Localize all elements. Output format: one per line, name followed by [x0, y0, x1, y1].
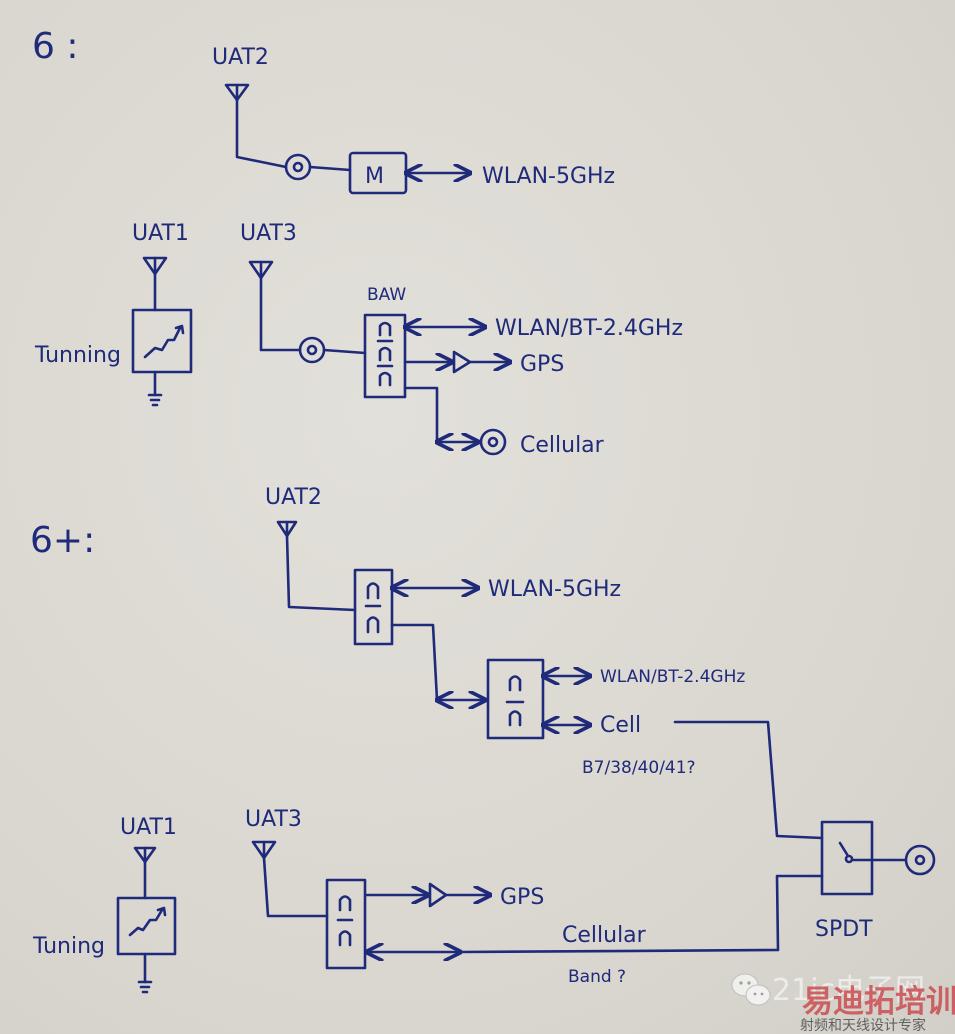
antenna-icon: [276, 520, 298, 538]
spdt-switch-box: [820, 820, 874, 896]
watermark-logo: 易迪拓培训: [802, 984, 955, 1020]
output-wlan-bt-24ghz: WLAN/BT-2.4GHz: [600, 667, 745, 687]
switch-icon: [838, 841, 854, 864]
spdt-label: SPDT: [815, 917, 873, 942]
wire: [259, 276, 302, 352]
connector-icon: [284, 153, 312, 181]
output-wlan-5ghz: WLAN-5GHz: [482, 164, 615, 189]
ground-icon: [137, 952, 153, 994]
output-wlan-bt-24ghz: WLAN/BT-2.4GHz: [495, 316, 683, 341]
wire: [235, 98, 288, 169]
output-gps: GPS: [500, 885, 544, 910]
antenna-icon: [133, 846, 157, 864]
wechat-icon: [731, 973, 771, 1006]
watermark-brand: 21ic电子网: [772, 973, 925, 1008]
wire: [390, 623, 439, 702]
connector-icon: [904, 844, 936, 876]
connector-icon: [298, 336, 326, 364]
tuner-icon: [128, 906, 167, 937]
tuning-label: Tunning: [34, 343, 121, 368]
cellular-label: Cellular: [562, 923, 647, 948]
baw-label: BAW: [367, 285, 406, 305]
ground-icon: [147, 370, 163, 407]
bandpass-filter-icon: [364, 582, 382, 634]
tuner-box: [131, 308, 193, 374]
tuner-icon: [143, 324, 185, 359]
uat1-label: UAT1: [132, 221, 189, 246]
watermark-tagline: 射频和天线设计专家: [800, 1017, 926, 1034]
bandpass-filter-icon: [505, 675, 525, 727]
wire: [285, 534, 357, 612]
diplexer-box: [486, 658, 545, 740]
wire: [403, 386, 439, 444]
wire: [458, 874, 824, 954]
antenna-icon: [251, 840, 277, 860]
connector-icon: [479, 428, 507, 456]
output-wlan-5ghz: WLAN-5GHz: [488, 577, 621, 602]
bandpass-filter-icon: [336, 895, 354, 947]
uat3-label: UAT3: [240, 221, 297, 246]
wire: [322, 348, 367, 355]
module-label: M: [365, 164, 384, 189]
band-note: Band ?: [568, 967, 626, 987]
uat2-label: UAT2: [212, 45, 269, 70]
tuning-label: Tuning: [32, 934, 105, 959]
diplexer-box: [353, 568, 394, 646]
watermark: 21ic电子网 易迪拓培训 射频和天线设计专家: [731, 973, 955, 1034]
bandpass-filter-icon: [376, 321, 394, 387]
tuner-box: [116, 896, 177, 956]
section-6-label: 6 :: [32, 26, 78, 67]
antenna-icon: [248, 260, 274, 280]
diplexer-box: [325, 878, 367, 970]
wire: [262, 856, 329, 918]
uat1-label: UAT1: [120, 815, 177, 840]
cell-band-note: B7/38/40/41?: [582, 758, 696, 778]
output-cell: Cell: [600, 713, 641, 738]
output-cellular: Cellular: [520, 433, 605, 458]
wire: [673, 720, 824, 840]
section-6plus-label: 6+:: [30, 520, 95, 561]
antenna-icon: [142, 256, 168, 276]
wire: [308, 165, 352, 172]
output-gps: GPS: [520, 352, 564, 377]
antenna-icon: [224, 83, 250, 102]
amplifier-icon: [428, 882, 448, 908]
amplifier-icon: [452, 350, 472, 374]
uat2-label: UAT2: [265, 485, 322, 510]
baw-filter-box: [363, 313, 407, 399]
uat3-label: UAT3: [245, 807, 302, 832]
